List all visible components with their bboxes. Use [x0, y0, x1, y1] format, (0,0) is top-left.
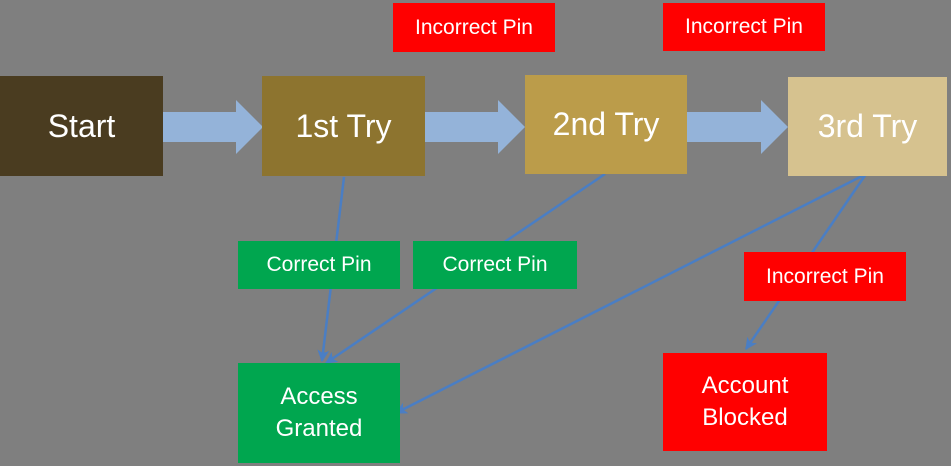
block-arrow-try1-to-try2-icon — [425, 100, 525, 154]
block-arrow-try2-to-try3-icon — [687, 100, 788, 154]
node-2nd-try: 2nd Try — [525, 75, 687, 174]
node-start: Start — [0, 76, 163, 176]
node-access-granted: Access Granted — [238, 363, 400, 463]
label-incorrect-pin-3: Incorrect Pin — [744, 252, 906, 301]
label-incorrect-pin-2: Incorrect Pin — [663, 3, 825, 51]
label-incorrect-pin-1: Incorrect Pin — [393, 3, 555, 52]
connector-try3-to-access — [395, 172, 867, 415]
node-account-blocked: Account Blocked — [663, 353, 827, 451]
node-1st-try: 1st Try — [262, 76, 425, 176]
label-correct-pin-2: Correct Pin — [413, 241, 577, 289]
node-3rd-try: 3rd Try — [788, 77, 947, 176]
label-correct-pin-1: Correct Pin — [238, 241, 400, 289]
block-arrow-start-to-try1-icon — [163, 100, 263, 154]
